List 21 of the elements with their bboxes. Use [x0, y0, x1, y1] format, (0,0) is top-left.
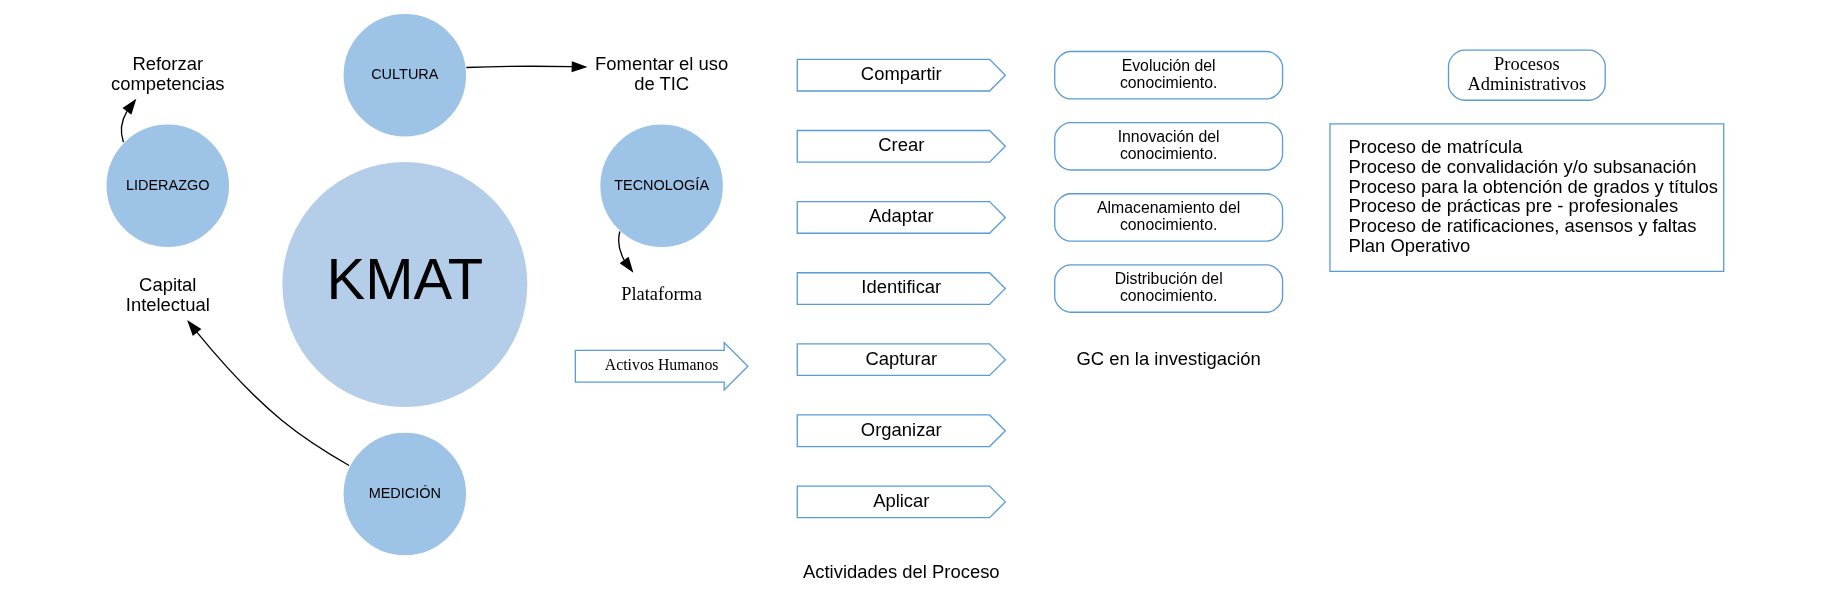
node-box: Proceso de matrícula Proceso de convalidación y/o subsanación Proceso para la obtención de grados y títulos Proceso de prácticas pre - profesionales Proceso de ratificaciones, asensos y faltas Plan Operativo: [1329, 123, 1725, 273]
arrow: [120, 98, 137, 143]
arrow: [187, 320, 350, 467]
node-circle: MEDICIÓN: [342, 431, 468, 557]
node-box: Almacenamiento del conocimiento.: [1054, 193, 1284, 242]
label: Actividades del Proceso: [803, 560, 1000, 582]
node-circle: CULTURA: [342, 12, 468, 138]
arrow: [618, 230, 634, 273]
node-text: Plataforma: [621, 284, 703, 304]
node-box: Innovación del conocimiento.: [1054, 121, 1284, 171]
node-box: Evolución del conocimiento.: [1054, 50, 1284, 100]
arrow: [465, 61, 588, 73]
node-box: Procesos Administrativos: [1447, 49, 1606, 101]
label: GC en la investigación: [1076, 347, 1261, 369]
node-text: Reforzar competencias: [110, 53, 225, 94]
node-circle: TECNOLOGÍA: [599, 123, 725, 249]
node-text: Capital Intelectual: [125, 274, 210, 316]
node-box: Distribución del conocimiento.: [1054, 264, 1284, 313]
node-circle: LIDERAZGO: [105, 123, 231, 249]
node-circle: KMAT: [281, 160, 529, 409]
node-text: Fomentar el uso de TIC: [595, 53, 729, 94]
